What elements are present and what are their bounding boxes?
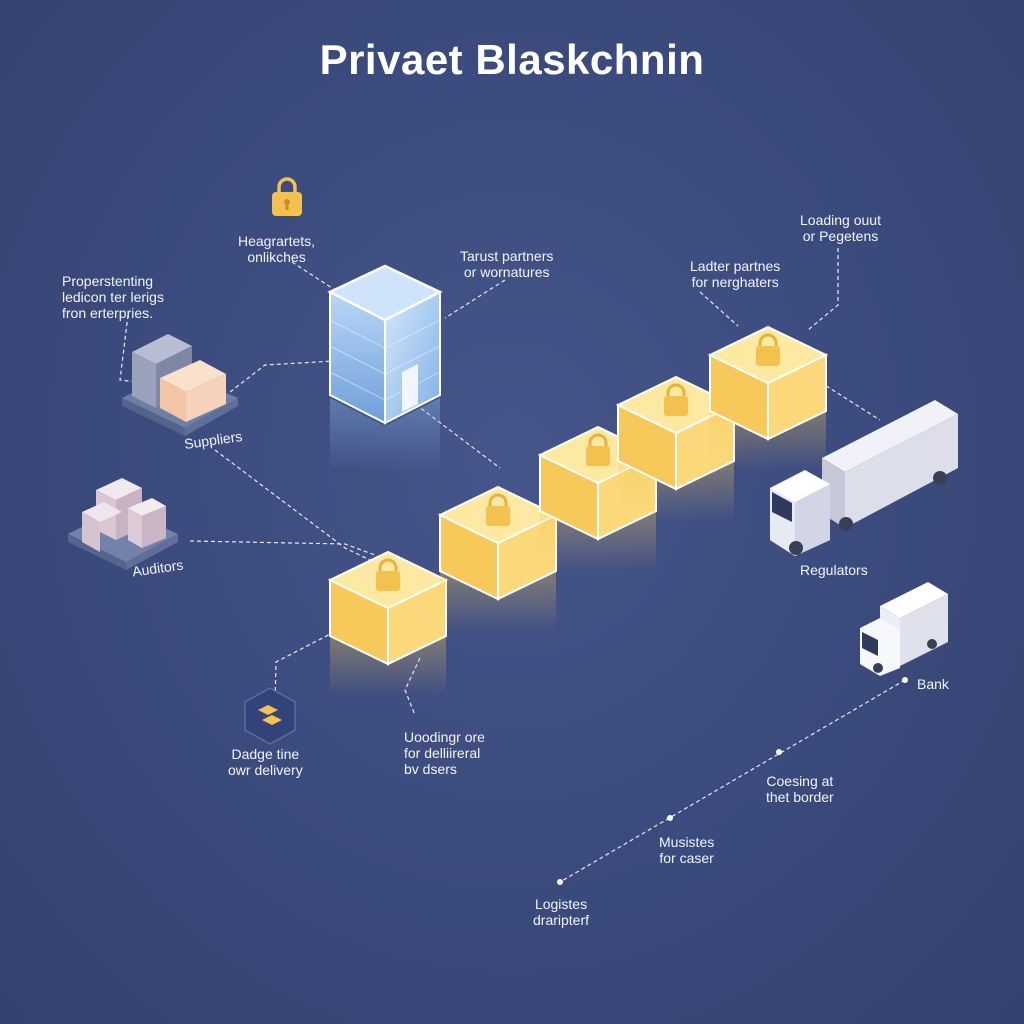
- connector-hq-label: [291, 261, 336, 291]
- label-musistes: Musistes for caser: [659, 834, 715, 866]
- block-lock-icon: [664, 383, 688, 416]
- label-loading-out: Loading ouut or Pegetens: [800, 212, 881, 244]
- page-title: Privaet Blaskchnin: [319, 36, 705, 83]
- connector-loading-out: [807, 248, 839, 331]
- connector-enterprises: [119, 314, 146, 384]
- padlock-icon: [272, 177, 302, 216]
- warehouse-boxes-icon: [122, 334, 238, 436]
- glass-building-icon: [327, 264, 443, 470]
- label-headquarters: Heagrartets, onlikches: [238, 233, 316, 265]
- connector-block-badge: [274, 629, 339, 706]
- block-lock-icon: [756, 333, 780, 366]
- locked-block: [437, 485, 559, 631]
- route-dot: [557, 879, 563, 885]
- connector-suppliers-block: [214, 449, 371, 561]
- connector-hq-block: [409, 399, 501, 469]
- connector-trust-label: [444, 279, 506, 319]
- block-lock-icon: [376, 558, 400, 591]
- block-lock-icon: [586, 433, 610, 466]
- connector-auditors: [189, 540, 376, 556]
- label-border: Coesing at thet border: [766, 773, 834, 805]
- office-buildings-icon: [68, 478, 178, 570]
- label-bank: Bank: [917, 676, 949, 692]
- blockchain-blocks: [327, 325, 829, 696]
- semi-truck-icon: [770, 400, 958, 556]
- block-lock-icon: [486, 493, 510, 526]
- route-dot: [776, 749, 782, 755]
- locked-block: [327, 550, 449, 696]
- connector-suppliers-hq: [229, 359, 353, 393]
- label-loading-more: Uoodingr ore for delliireral bv dsers: [404, 729, 485, 777]
- label-badge: Dadge tine owr delivery: [228, 746, 303, 778]
- route-dot: [667, 815, 673, 821]
- route-dot: [902, 677, 908, 683]
- label-trust-partners: Tarust partners or wornatures: [460, 248, 554, 280]
- label-ladder-partners: Ladter partnes for nerghaters: [690, 258, 781, 290]
- hexagon-chain-badge-icon: [244, 687, 296, 745]
- label-logistes: Logistes draripterf: [533, 896, 590, 928]
- box-truck-icon: [860, 582, 948, 676]
- label-enterprises: Properstenting ledicon ter lerigs fron e…: [62, 273, 164, 321]
- connectors: [119, 248, 906, 883]
- locked-block: [707, 325, 829, 471]
- connector-truck: [819, 381, 881, 421]
- label-regulators: Regulators: [800, 562, 868, 578]
- locked-block: [615, 375, 737, 521]
- connector-bank-route: [559, 679, 906, 883]
- connector-ladder-label: [699, 291, 739, 327]
- route-dots: [557, 677, 908, 885]
